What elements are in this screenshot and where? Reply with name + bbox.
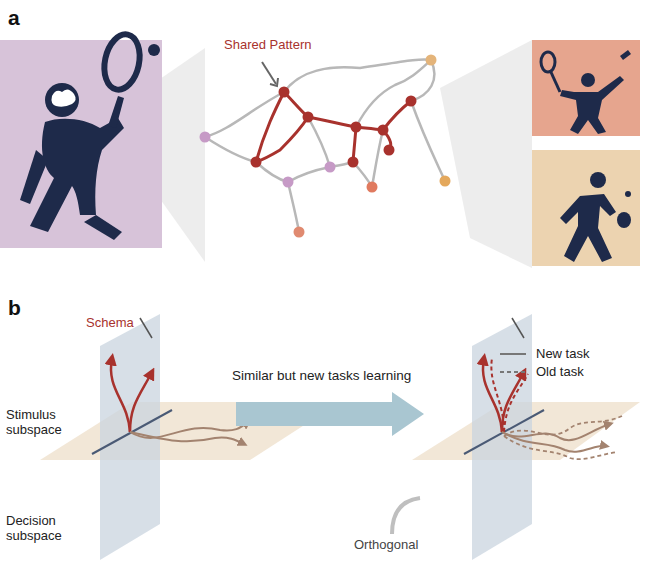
subspace-planes-old	[40, 314, 340, 560]
network-links	[205, 59, 445, 232]
transition-arrow	[236, 392, 424, 436]
shared-pattern-path	[256, 92, 411, 162]
leader-line	[262, 62, 276, 84]
panel-letter: a	[8, 6, 20, 30]
badminton-player-icon	[541, 50, 631, 134]
pattern-label: Shared Pattern	[224, 38, 311, 53]
leader-head	[270, 78, 278, 86]
zoom-funnel	[440, 40, 532, 268]
tennis-player-icon	[20, 31, 160, 240]
table-tennis-player-icon	[560, 172, 631, 262]
schema-label: Schema	[86, 316, 134, 331]
axis-label: Stimulus subspace	[6, 408, 78, 438]
panel-letter: b	[8, 296, 21, 320]
legend-line-sample	[498, 367, 530, 377]
legend-line-sample	[498, 349, 530, 359]
legend-text: New task	[536, 346, 589, 361]
legend-text: Old task	[536, 364, 584, 379]
axis-label: Decision subspace	[6, 514, 78, 544]
orthogonal-leader	[392, 498, 420, 534]
table-tennis-panel	[532, 150, 640, 266]
legend-item: Old task	[498, 364, 584, 379]
brain-icon	[52, 89, 76, 106]
network-nodes	[200, 55, 451, 238]
orthogonal-label: Orthogonal	[354, 538, 418, 553]
subspace-planes-new	[412, 314, 640, 560]
legend-item: New task	[498, 346, 589, 361]
badminton-panel	[532, 40, 640, 136]
arrow-label: Similar but new tasks learning	[232, 368, 411, 384]
